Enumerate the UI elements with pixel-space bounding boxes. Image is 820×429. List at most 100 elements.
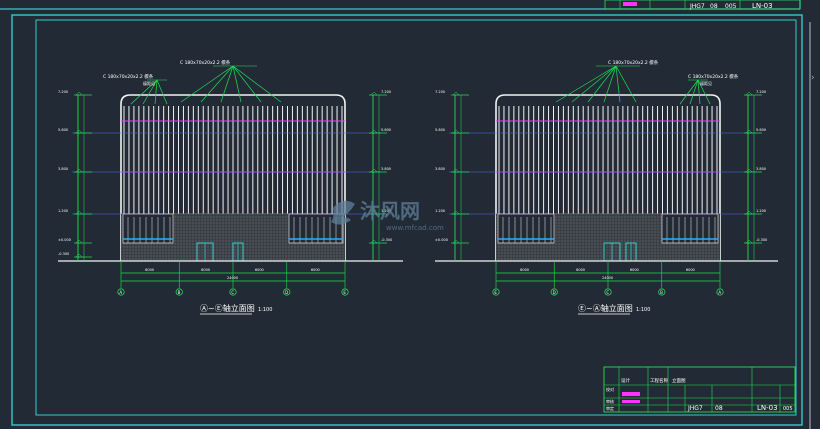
level-label: ±0.000	[58, 238, 71, 242]
elevation-1: 7.2005.6003.8001.200±0.000-0.3007.2005.6…	[58, 65, 403, 296]
sheet-inner-frame	[35, 19, 797, 416]
elevation-1-callout-left: C 180x70x20x2.2 檩条	[103, 73, 154, 80]
callout-leader	[603, 65, 617, 103]
elevation-2-scale: 1:100	[636, 307, 650, 313]
dimension-value: 6000	[145, 268, 154, 272]
level-marker-icon	[75, 129, 83, 134]
level-label: 5.600	[435, 128, 445, 132]
level-label: 1.200	[435, 209, 445, 213]
level-marker-icon	[452, 239, 460, 244]
callout-leader	[587, 65, 617, 103]
watermark: 沐风网 www.mfcad.com	[331, 199, 444, 232]
axis-bubble-icon	[283, 288, 291, 296]
callout-leader	[697, 79, 711, 105]
window-bay-1	[497, 213, 555, 244]
dimension-value: 6000	[576, 268, 585, 272]
axis-bubble-icon	[492, 288, 500, 296]
title-row-approve: 审定	[606, 405, 614, 411]
axis-label: D	[285, 290, 288, 295]
axis-bubble-icon	[604, 288, 612, 296]
level-label: 5.600	[58, 128, 68, 132]
elevation-1-callout-center: C 180x70x20x2.2 檩条	[180, 59, 231, 66]
top-mark-3: 005	[725, 3, 737, 10]
top-sheet-code: LN-03	[752, 2, 773, 10]
dimension-value: 6000	[201, 268, 210, 272]
dimension-value: 6000	[311, 268, 320, 272]
level-marker-icon	[745, 91, 753, 96]
axis-label: A	[718, 290, 721, 295]
elevation-2-callout-sub: 檩距见	[700, 80, 712, 86]
window-bay-2	[661, 213, 719, 244]
title-block: 设计 工程名称 立面图 校对 审核 审定 JHG7 08 LN-03 005	[603, 366, 796, 413]
elevation-2-callout-center: C 180x70x20x2.2 檩条	[608, 59, 659, 66]
building-outline	[120, 94, 346, 261]
level-marker-icon	[370, 210, 378, 215]
axis-label: A	[119, 290, 122, 295]
level-marker-icon	[370, 239, 378, 244]
level-marker-icon	[75, 239, 83, 244]
level-label: 3.800	[435, 167, 445, 171]
title-block-drawing: 立面图	[672, 377, 686, 384]
building-outline	[495, 94, 721, 261]
callout-leader	[180, 65, 234, 103]
callout-leader	[689, 79, 699, 105]
level-marker-icon	[370, 129, 378, 134]
callout-leader	[154, 79, 158, 105]
watermark-logo-icon	[331, 200, 355, 225]
axis-bubble-icon	[716, 288, 724, 296]
magenta-mark	[623, 2, 637, 6]
level-label: -0.300	[381, 238, 392, 242]
level-marker-icon	[452, 129, 460, 134]
elevation-1-title: Ⓐ~Ⓔ轴立面图	[200, 303, 255, 313]
chevron-right-icon[interactable]: ›	[811, 73, 815, 83]
callout-leader	[200, 65, 234, 103]
elevation-2-title: Ⓔ~Ⓐ轴立面图	[578, 303, 633, 313]
elevation-1-callout-sub: 檩距见	[143, 80, 155, 86]
level-label: 7.200	[381, 90, 391, 94]
axis-label: E	[494, 290, 497, 295]
level-label: 7.200	[58, 90, 68, 94]
elevation-layer: 7.200 5.600 3.800 1.200 ±0.000 -0.300 7.200 5.6…	[58, 65, 778, 296]
callout-leader	[679, 79, 699, 105]
axis-bubble-icon	[175, 288, 183, 296]
axis-label: B	[178, 290, 181, 295]
level-label: 7.200	[435, 90, 445, 94]
title-block-drawing-no: LN-03	[757, 404, 778, 412]
title-block-project: 工程名称	[650, 377, 668, 384]
level-label: 1.200	[381, 209, 391, 213]
callout-leader	[615, 65, 637, 103]
axis-bubble-icon	[229, 288, 237, 296]
callout-leader	[615, 65, 621, 103]
axis-label: E	[343, 290, 346, 295]
axis-label: C	[231, 290, 234, 295]
dimension-value: 6000	[686, 268, 695, 272]
callout-leader	[156, 79, 168, 105]
callout-leader	[571, 65, 617, 103]
level-label: 5.600	[381, 128, 391, 132]
level-marker-icon	[75, 168, 83, 173]
dimension-value: 6000	[520, 268, 529, 272]
title-row-review: 审核	[606, 398, 614, 404]
level-label: -0.300	[756, 238, 767, 242]
top-mark-2: 08	[710, 3, 718, 10]
window-bay-1	[122, 213, 174, 244]
title-block-magenta-1	[622, 392, 640, 396]
callout-leader	[697, 79, 701, 105]
level-marker-icon	[75, 253, 83, 258]
callout-leader	[220, 65, 234, 103]
sheet-outer-frame	[11, 14, 803, 426]
axis-bubble-icon	[658, 288, 666, 296]
level-marker-icon	[370, 168, 378, 173]
level-label: -0.300	[58, 252, 69, 256]
callout-leader	[232, 65, 262, 103]
axis-bubble-icon	[341, 288, 349, 296]
elevation-1-scale: 1:100	[258, 307, 272, 313]
level-marker-icon	[370, 91, 378, 96]
callout-leader	[555, 65, 617, 103]
level-label: 5.600	[756, 128, 766, 132]
level-label: ±0.000	[435, 238, 448, 242]
callout-leader	[232, 65, 282, 103]
watermark-url: www.mfcad.com	[386, 224, 444, 232]
